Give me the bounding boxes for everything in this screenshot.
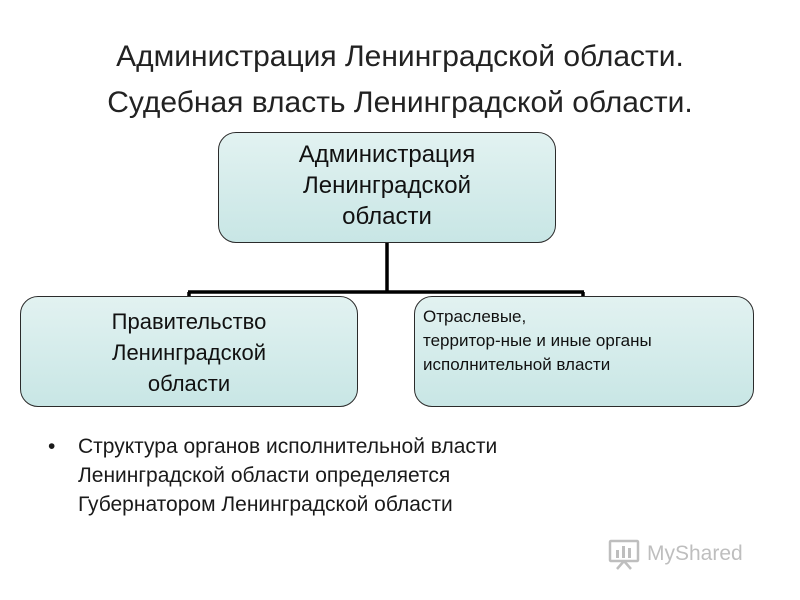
slide-title-line-2: Судебная власть Ленинградской области. — [107, 86, 693, 119]
bullet-dot: • — [48, 435, 56, 458]
node-administration-line-1: Администрация — [298, 141, 476, 168]
node-executive-bodies-line-1: Отраслевые, — [423, 307, 527, 326]
bullet-line-3: Губернатором Ленинградской области — [78, 493, 453, 516]
slide-title-line-1: Администрация Ленинградской области. — [116, 40, 684, 73]
node-executive-bodies: Отраслевые, территор-ные и иные органы и… — [414, 296, 754, 407]
slide-title: Администрация Ленинградской области. Суд… — [30, 34, 770, 126]
bullet-line-1: Структура органов исполнительной власти — [78, 435, 498, 458]
node-executive-bodies-line-2: территор-ные и иные органы — [423, 331, 652, 350]
bullet-text: Структура органов исполнительной власти … — [78, 432, 497, 519]
node-government-line-1: Правительство — [111, 309, 267, 334]
node-administration: Администрация Ленинградской области — [218, 132, 556, 243]
node-government-line-2: Ленинградской — [112, 340, 266, 365]
watermark-text: MyShared — [647, 542, 743, 565]
node-executive-bodies-line-3: исполнительной власти — [423, 355, 611, 374]
bullet-line-2: Ленинградской области определяется — [78, 464, 451, 487]
node-government: Правительство Ленинградской области — [20, 296, 358, 407]
watermark-logo: MyShared — [607, 536, 743, 572]
node-administration-line-2: Ленинградской — [303, 172, 471, 199]
presentation-board-icon — [608, 539, 640, 570]
node-administration-line-3: области — [342, 203, 432, 230]
node-government-line-3: области — [147, 371, 231, 396]
